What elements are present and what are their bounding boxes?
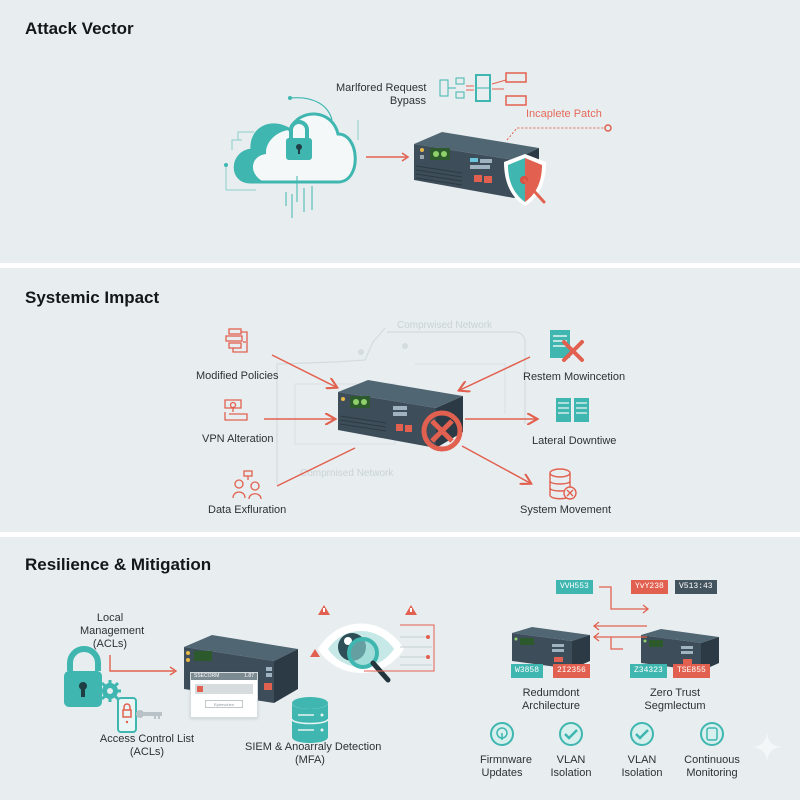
redundant-architecture-label: Redumdont Archilecture <box>521 687 581 712</box>
feature-continuous-monitoring: Continuous Monitoring <box>684 721 740 780</box>
attack-arrow <box>366 152 410 162</box>
badge-top-mid: YvY238 <box>631 580 668 594</box>
malformed-request-label: Marlfored Request Bypass <box>336 82 427 107</box>
redundancy-arrows <box>592 586 650 650</box>
database-error-icon <box>549 468 577 500</box>
feature-firmware-updates: Firmnware Updates <box>480 721 532 780</box>
siem-anomaly-label: SIEM & Anoarraly Detection (MFA) <box>245 741 382 766</box>
impact-label-vpn-alteration: VPN Alteration <box>202 433 274 445</box>
resilience-mitigation-panel: Resilience & Mitigation Local Management… <box>0 537 800 800</box>
impact-label-restem: Restem Mowincetion <box>523 371 626 383</box>
network-label-top: Comprwised Network <box>397 320 493 331</box>
dialog-button[interactable]: Ephevchen <box>205 700 243 708</box>
secure-config-dialog: SSECORM 1.87 Ephevchen <box>190 672 258 718</box>
siem-database-icon <box>291 697 329 743</box>
badge-bottom-left-b: 2I2356 <box>553 664 590 678</box>
badge-top-left: VVH553 <box>556 580 593 594</box>
badge-bottom-right-a: Z34323 <box>630 664 667 678</box>
request-flow-icon <box>439 72 527 106</box>
systemic-impact-panel: Systemic Impact Comprwised Network Compr… <box>0 268 800 532</box>
impact-label-modified-policies: Modified Policies <box>196 370 279 382</box>
impact-label-system-movement: System Movement <box>520 504 612 516</box>
attack-vector-panel: Attack Vector Marlfored Request Bypass <box>0 0 800 263</box>
dialog-header: SSECORM 1.87 <box>191 673 257 680</box>
lock-gear-icon <box>64 646 121 707</box>
network-label-bottom: Comprnised Network <box>300 468 394 479</box>
patch-leader-line <box>506 124 612 141</box>
resilience-mitigation-title: Resilience & Mitigation <box>25 555 212 574</box>
impact-label-data-exfiltration: Data Exfluration <box>208 504 287 516</box>
cloud-lock-icon <box>224 96 359 218</box>
systemic-impact-title: Systemic Impact <box>25 288 160 307</box>
badge-top-right: V513:43 <box>675 580 717 594</box>
dialog-field[interactable] <box>195 684 253 694</box>
server-rack-icon <box>556 398 589 422</box>
zero-trust-label: Zero Trust Segmlectum <box>644 687 706 712</box>
incomplete-patch-label: Incaplete Patch <box>526 108 602 120</box>
impact-label-lateral-downtime: Lateral Downtiwe <box>532 435 617 447</box>
check-icon <box>559 722 583 746</box>
users-org-icon <box>232 470 262 500</box>
mobile-key-icon <box>117 697 162 733</box>
impact-arrows <box>264 354 800 487</box>
blocked-x-icon <box>421 410 463 452</box>
badge-bottom-left-a: W3858 <box>511 664 544 678</box>
local-management-label: Local Management (ACLs) <box>80 612 145 650</box>
attack-vector-title: Attack Vector <box>25 19 134 38</box>
access-control-list-label: Access Control List (ACLs) <box>99 733 195 758</box>
badge-bottom-right-b: TSE855 <box>673 664 710 678</box>
sparkle-icon <box>752 732 782 762</box>
vpn-config-icon <box>224 399 248 421</box>
network-appliance-icon <box>414 132 539 198</box>
firmware-update-icon <box>490 722 514 746</box>
policy-document-icon <box>225 328 248 353</box>
shield-breach-icon <box>504 154 546 206</box>
redundant-appliance-icon <box>512 627 590 669</box>
eye-monitor-icon <box>310 605 435 683</box>
check-icon <box>630 722 654 746</box>
mgmt-arrow <box>109 655 178 676</box>
server-blocked-icon <box>550 330 584 362</box>
feature-vlan-isolation-1: VLAN Isolation <box>549 721 593 780</box>
feature-vlan-isolation-2: VLAN Isolation <box>620 721 664 780</box>
alert-chip-icon <box>197 686 203 692</box>
zerotrust-appliance-icon <box>641 629 719 671</box>
tablet-monitor-icon <box>700 722 724 746</box>
